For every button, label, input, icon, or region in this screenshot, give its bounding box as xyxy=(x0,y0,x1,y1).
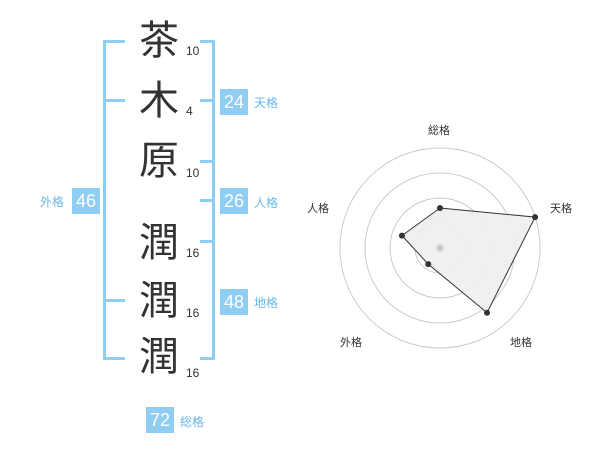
tenkaku-label: 天格 xyxy=(254,96,279,110)
stroke-count-6: 16 xyxy=(186,366,200,380)
radar-point-2 xyxy=(532,214,539,221)
kanji-char-2: 木 xyxy=(139,78,179,124)
radar-label-jinkaku: 人格 xyxy=(307,202,329,215)
radar-label-soukaku: 総格 xyxy=(428,124,450,137)
radar-point-3 xyxy=(484,309,491,316)
radar-points xyxy=(398,205,539,316)
radar-label-gaikaku: 外格 xyxy=(340,336,362,349)
gaikaku-label: 外格 xyxy=(40,195,65,209)
kanji-char-1: 茶 xyxy=(139,18,179,64)
radar-point-1 xyxy=(437,205,443,211)
soukaku-value: 72 xyxy=(146,407,174,433)
radar-label-chikaku: 地格 xyxy=(510,336,532,349)
soukaku-label: 総格 xyxy=(180,415,205,429)
stroke-count-5: 16 xyxy=(186,306,200,320)
stroke-count-4: 16 xyxy=(186,246,200,260)
radar-center-dot xyxy=(436,244,444,252)
jinkaku-value: 26 xyxy=(220,188,248,214)
kanji-char-4: 潤 xyxy=(139,220,179,266)
chikaku-value: 48 xyxy=(220,289,248,315)
radar-value-polygon xyxy=(401,207,536,314)
radar-ring xyxy=(339,147,541,349)
radar-label-tenkaku: 天格 xyxy=(550,202,572,215)
tenkaku-value: 24 xyxy=(220,89,248,115)
stroke-count-3: 10 xyxy=(186,166,200,180)
stroke-count-2: 4 xyxy=(186,104,193,118)
chikaku-label: 地格 xyxy=(254,296,279,310)
jinkaku-label: 人格 xyxy=(254,196,279,210)
radar-point-5 xyxy=(398,232,405,239)
kanji-char-3: 原 xyxy=(139,138,179,184)
kanji-char-5: 潤 xyxy=(139,278,179,324)
gaikaku-value: 46 xyxy=(72,188,100,214)
stroke-count-1: 10 xyxy=(186,44,200,58)
fortune-radar-chart xyxy=(339,147,541,349)
radar-point-4 xyxy=(425,261,432,268)
kanji-char-6: 潤 xyxy=(139,334,179,380)
